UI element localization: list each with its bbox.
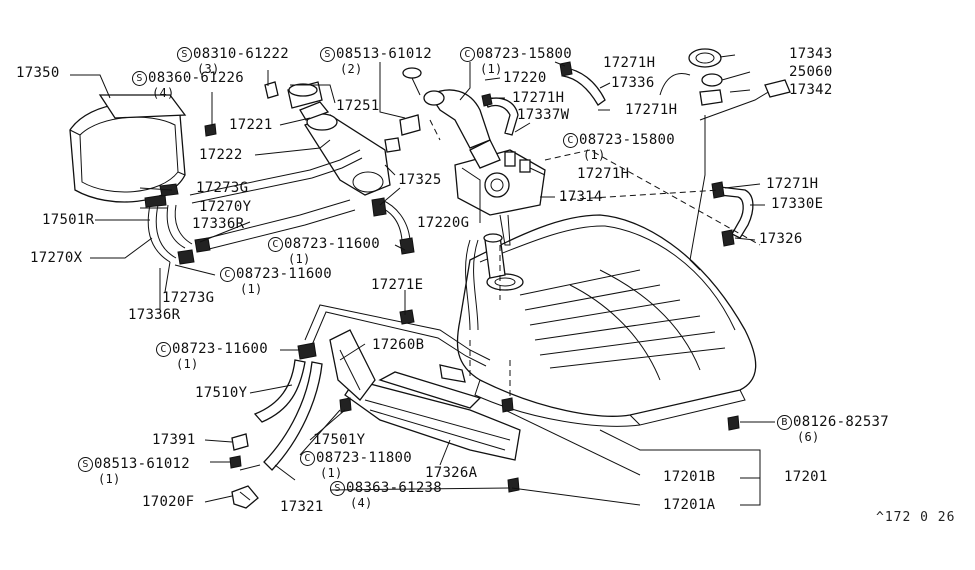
label-17271h-e: 17271H: [766, 176, 819, 192]
label-17314: 17314: [559, 189, 603, 205]
label-17201b: 17201B: [663, 469, 716, 485]
fuel-tank-17201: [456, 214, 757, 427]
clip-17391: [231, 433, 249, 451]
label-17510y: 17510Y: [195, 385, 248, 401]
canister-17350: [69, 94, 187, 203]
filler-hoses-17510y-17321: [239, 342, 323, 471]
filler-tube-17221: [287, 81, 391, 196]
qty-s08513-a: (2): [340, 62, 363, 76]
label-17350: 17350: [16, 65, 60, 81]
qty-s08310: (3): [197, 62, 220, 76]
qty-s08513-b: (1): [98, 472, 121, 486]
label-17271h-c: 17271H: [625, 102, 678, 118]
tank-protector-17326a: [344, 371, 521, 461]
qty-s08363: (4): [350, 496, 373, 510]
qty-c08723-b: (1): [583, 148, 606, 162]
vent-hose-17337w: [481, 93, 519, 136]
bolts: [204, 123, 740, 493]
label-17336: 17336: [611, 75, 655, 91]
qty-c08723-d: (1): [240, 282, 263, 296]
label-25060: 25060: [789, 64, 833, 80]
label-17221: 17221: [229, 117, 273, 133]
label-17020f: 17020F: [142, 494, 195, 510]
pipes-17501r-17270x: [144, 149, 363, 265]
qty-b08126: (6): [797, 430, 820, 444]
qty-c08723-f: (1): [320, 466, 343, 480]
label-17330e: 17330E: [771, 196, 824, 212]
label-17270y: 17270Y: [199, 199, 252, 215]
label-17271h-b: 17271H: [512, 90, 565, 106]
label-17260b: 17260B: [372, 337, 425, 353]
qty-s08360: (4): [152, 86, 175, 100]
label-17326: 17326: [759, 231, 803, 247]
filler-cap-17343: [659, 48, 791, 271]
qty-c08723-c: (1): [288, 252, 311, 266]
label-17271h-a: 17271H: [603, 55, 656, 71]
label-17201: 17201: [784, 469, 828, 485]
label-17321: 17321: [280, 499, 324, 515]
label-17273g-b: 17273G: [162, 290, 215, 306]
label-17326a: 17326A: [425, 465, 478, 481]
label-17273g-a: 17273G: [196, 180, 249, 196]
label-17220: 17220: [503, 70, 547, 86]
hose-17330e: [711, 181, 754, 247]
lower-pipes: [304, 239, 491, 383]
label-17501y: 17501Y: [313, 432, 366, 448]
label-17391: 17391: [152, 432, 196, 448]
label-17336r-a: 17336R: [192, 216, 245, 232]
label-17271e: 17271E: [371, 277, 424, 293]
label-17336r-b: 17336R: [128, 307, 181, 323]
diagram-code: ^172 0 26: [876, 510, 956, 525]
filler-hose-17220: [402, 67, 491, 149]
label-17343: 17343: [789, 46, 833, 62]
label-17325: 17325: [398, 172, 442, 188]
leader-lines: [70, 54, 775, 506]
label-17201a: 17201A: [663, 497, 716, 513]
label-17501r: 17501R: [42, 212, 95, 228]
qty-c08723-e: (1): [176, 357, 199, 371]
clamp-17020f: [231, 485, 259, 509]
breather-tube-17325: [371, 114, 421, 255]
label-17337w: 17337W: [517, 107, 570, 123]
vent-hose-17336: [559, 61, 606, 106]
label-17342: 17342: [789, 82, 833, 98]
label-17222: 17222: [199, 147, 243, 163]
qty-c08723-a: (1): [480, 62, 503, 76]
label-17220g: 17220G: [417, 215, 470, 231]
label-17271h-d: 17271H: [577, 166, 630, 182]
label-17270x: 17270X: [30, 250, 83, 266]
filler-hose-protector-17260b: [329, 329, 376, 401]
label-17251: 17251: [336, 98, 380, 114]
